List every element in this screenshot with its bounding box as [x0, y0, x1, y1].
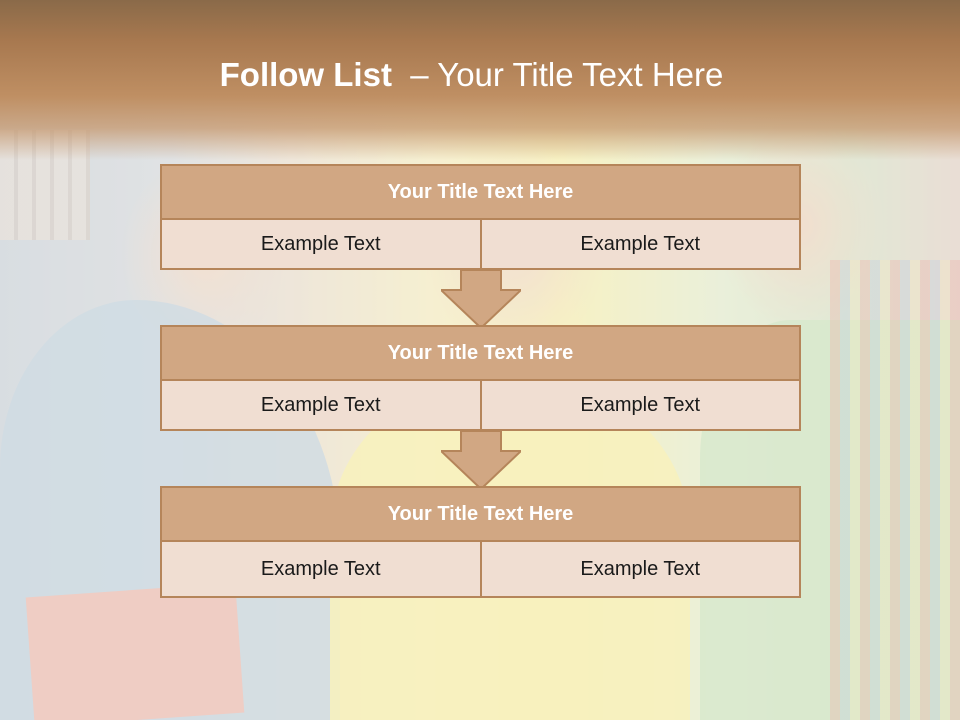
slide-title-bold: Follow List: [219, 56, 392, 93]
list-block-row: Example Text Example Text: [160, 542, 801, 598]
list-block-right-text: Example Text: [481, 542, 801, 598]
list-block-title: Your Title Text Here: [160, 164, 801, 220]
list-block-right-text: Example Text: [481, 381, 801, 431]
list-block-1: Your Title Text Here Example Text Exampl…: [160, 164, 801, 270]
list-block-2: Your Title Text Here Example Text Exampl…: [160, 325, 801, 431]
list-block-title: Your Title Text Here: [160, 325, 801, 381]
slide-title: Follow List – Your Title Text Here: [0, 56, 943, 94]
header-band: [0, 0, 960, 160]
down-arrow-icon: [441, 431, 521, 491]
background-plaid-shirt: [830, 260, 960, 720]
list-block-left-text: Example Text: [160, 542, 482, 598]
list-block-row: Example Text Example Text: [160, 220, 801, 270]
list-block-left-text: Example Text: [160, 220, 482, 270]
list-block-right-text: Example Text: [481, 220, 801, 270]
list-block-left-text: Example Text: [160, 381, 482, 431]
list-block-title: Your Title Text Here: [160, 486, 801, 542]
slide-title-rest: – Your Title Text Here: [391, 56, 724, 93]
list-block-3: Your Title Text Here Example Text Exampl…: [160, 486, 801, 598]
down-arrow-icon: [441, 270, 521, 330]
list-block-row: Example Text Example Text: [160, 381, 801, 431]
